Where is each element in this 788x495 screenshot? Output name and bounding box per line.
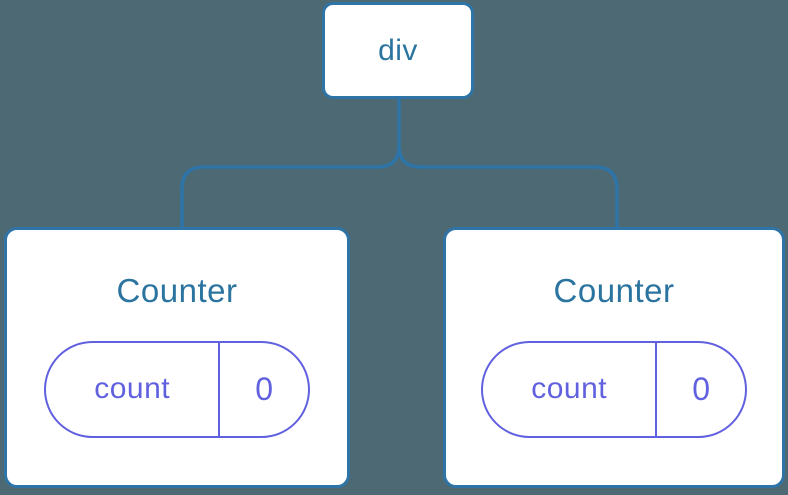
root-node-label: div <box>378 33 418 67</box>
tree-node-counter-right: Counter count 0 <box>443 227 785 488</box>
component-name-label: Counter <box>116 272 238 309</box>
tree-node-counter-left: Counter count 0 <box>4 227 350 488</box>
tree-node-div: div <box>322 2 474 99</box>
connector-right-branch <box>397 145 619 228</box>
connector-left-branch <box>180 145 401 228</box>
state-key-label: count <box>46 342 221 436</box>
component-name-label: Counter <box>553 272 675 309</box>
state-value-label: 0 <box>692 370 711 407</box>
state-pill: count 0 <box>481 340 747 438</box>
state-pill: count 0 <box>44 340 310 438</box>
state-value-label: 0 <box>255 370 274 407</box>
state-key-label: count <box>483 342 658 436</box>
